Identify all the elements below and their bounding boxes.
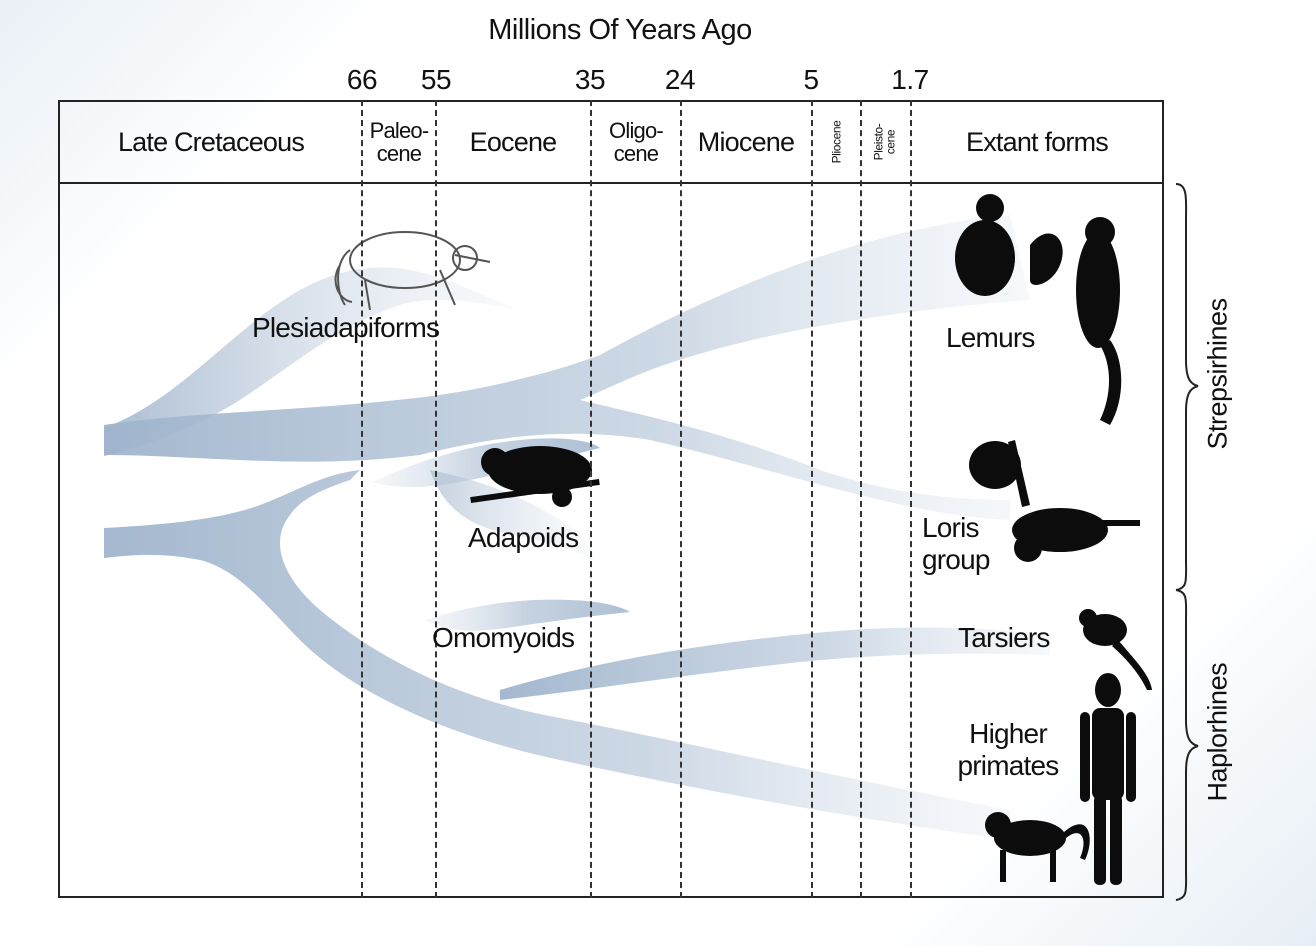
strepsirhines-brace [1176,184,1198,590]
haplorhines-brace [1176,590,1198,900]
group-strepsirhines: Strepsirhines [1203,314,1234,450]
group-haplorhines: Haplorhines [1203,690,1234,802]
